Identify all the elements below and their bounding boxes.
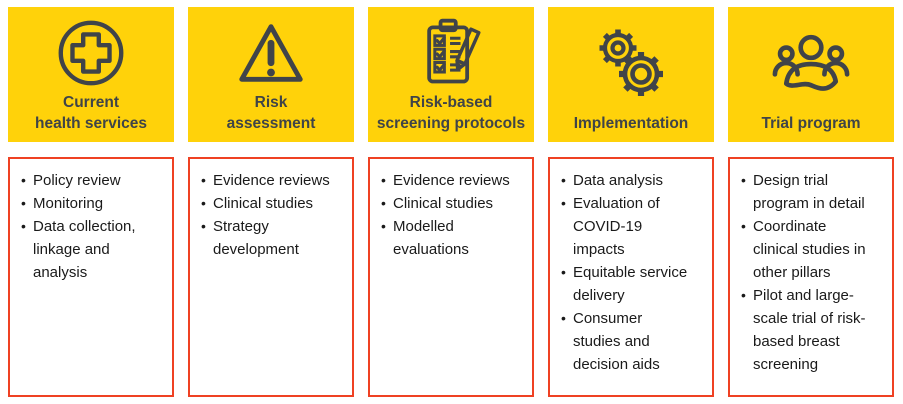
warning-triangle-icon	[239, 23, 303, 82]
bullet-list: Data analysis Evaluation of COVID-19 imp…	[560, 169, 708, 376]
pillar-column-implementation: Implementation Data analysis Evaluation …	[548, 7, 714, 397]
pillar-icon-wrap	[413, 13, 489, 92]
bullet-item: Data analysis	[560, 169, 708, 192]
pillar-activities-box: Data analysis Evaluation of COVID-19 imp…	[548, 157, 714, 397]
pillar-title: Current health services	[12, 92, 170, 134]
people-group-icon	[772, 34, 850, 91]
bullet-item: Consumer studies and decision aids	[560, 307, 708, 376]
pillar-title-line: Risk	[254, 94, 288, 111]
pillar-title: Trial program	[732, 113, 890, 134]
pillar-activities-box: Policy review Monitoring Data collection…	[8, 157, 174, 397]
pillar-activities-box: Evidence reviews Clinical studies Strate…	[188, 157, 354, 397]
pillar-activities-box: Design trial program in detail Coordinat…	[728, 157, 894, 397]
pillar-title-line: assessment	[226, 115, 316, 132]
bullet-list: Design trial program in detail Coordinat…	[740, 169, 888, 376]
bullet-item: Pilot and large- scale trial of risk- ba…	[740, 284, 888, 376]
bullet-item: Coordinate clinical studies in other pil…	[740, 215, 888, 284]
pillar-title-line: screening protocols	[376, 115, 526, 132]
pillar-header: Risk-based screening protocols	[368, 7, 534, 142]
bullet-list: Evidence reviews Clinical studies Modell…	[380, 169, 528, 261]
pillar-icon-wrap	[590, 13, 672, 113]
pillar-header: Risk assessment	[188, 7, 354, 142]
pillar-title-line: health services	[34, 115, 147, 132]
bullet-item: Design trial program in detail	[740, 169, 888, 215]
bullet-item: Evidence reviews	[200, 169, 348, 192]
bullet-item: Clinical studies	[200, 192, 348, 215]
bullet-item: Clinical studies	[380, 192, 528, 215]
pillar-header: Trial program	[728, 7, 894, 142]
bullet-item: Strategy development	[200, 215, 348, 261]
pillar-column-trial-program: Trial program Design trial program in de…	[728, 7, 894, 397]
pillar-column-current-health-services: Current health services Policy review Mo…	[8, 7, 174, 397]
bullet-item: Data collection, linkage and analysis	[20, 215, 168, 284]
bullet-list: Policy review Monitoring Data collection…	[20, 169, 168, 284]
pillar-title: Implementation	[552, 113, 710, 134]
bullet-item: Equitable service delivery	[560, 261, 708, 307]
pillar-column-risk-assessment: Risk assessment Evidence reviews Clinica…	[188, 7, 354, 397]
bullet-item: Modelled evaluations	[380, 215, 528, 261]
pillar-title: Risk-based screening protocols	[372, 92, 530, 134]
pillar-column-risk-based-screening-protocols: Risk-based screening protocols Evidence …	[368, 7, 534, 397]
pillar-title-line: Risk-based	[409, 94, 493, 111]
pillar-icon-wrap	[232, 13, 310, 92]
pillar-title-line: Trial program	[761, 115, 861, 132]
bullet-item: Evidence reviews	[380, 169, 528, 192]
pillar-icon-wrap	[52, 13, 130, 92]
bullet-item: Policy review	[20, 169, 168, 192]
gears-icon	[599, 29, 663, 96]
pillar-title-line: Current	[63, 94, 119, 111]
checklist-clipboard-icon	[427, 18, 481, 83]
pillar-activities-box: Evidence reviews Clinical studies Modell…	[368, 157, 534, 397]
pillar-header: Current health services	[8, 7, 174, 142]
pillar-icon-wrap	[769, 13, 853, 113]
pillar-title: Risk assessment	[192, 92, 350, 134]
bullet-item: Monitoring	[20, 192, 168, 215]
pillar-header: Implementation	[548, 7, 714, 142]
bullet-list: Evidence reviews Clinical studies Strate…	[200, 169, 348, 261]
medical-cross-circle-icon	[58, 20, 124, 85]
pillar-title-line: Implementation	[573, 115, 689, 132]
bullet-item: Evaluation of COVID-19 impacts	[560, 192, 708, 261]
